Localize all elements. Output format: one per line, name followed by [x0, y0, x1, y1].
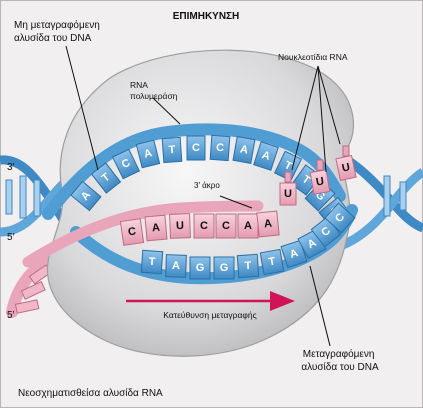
- rna-base: A: [144, 214, 168, 242]
- nucleotide-phosphate-stem: [342, 145, 350, 157]
- template-base: T: [236, 253, 260, 279]
- svg-text:T: T: [168, 144, 176, 156]
- template-base: T: [140, 249, 164, 275]
- non-template-base: T: [161, 136, 183, 164]
- strand-end-bottom-left: 5′: [7, 310, 15, 321]
- svg-text:T: T: [282, 159, 294, 173]
- template-base: A: [280, 239, 308, 269]
- svg-text:C: C: [192, 142, 200, 154]
- svg-text:C: C: [127, 225, 137, 238]
- svg-text:A: A: [152, 222, 161, 235]
- non-template-base: A: [135, 139, 161, 169]
- non-template-base: T: [90, 162, 122, 194]
- free-rna-nucleotide: U: [279, 182, 297, 206]
- non-template-strand: [42, 123, 346, 220]
- rna-base: U: [169, 213, 191, 239]
- svg-text:A: A: [288, 247, 299, 261]
- svg-text:A: A: [239, 143, 249, 156]
- svg-text:A: A: [143, 147, 154, 161]
- svg-text:U: U: [176, 220, 184, 232]
- svg-text:C: C: [222, 220, 230, 232]
- svg-text:A: A: [263, 218, 272, 231]
- svg-text:U: U: [341, 161, 351, 174]
- rna-nucleotides-label: Νουκλεοτίδια RNA: [278, 52, 348, 62]
- non-template-base: C: [111, 148, 141, 180]
- transcription-direction-label: Κατεύθυνση μεταγραφής: [163, 310, 256, 320]
- svg-text:T: T: [244, 260, 252, 272]
- template-base: T: [259, 248, 285, 276]
- non-template-base: C: [209, 134, 231, 162]
- svg-text:A: A: [172, 260, 180, 272]
- rna-polymerase-label: RNA πολυμεράση: [130, 80, 178, 101]
- rna-base: A: [237, 213, 259, 239]
- strand-end-middle-left: 5′: [7, 232, 15, 243]
- svg-text:A: A: [244, 220, 252, 232]
- rna-base: C: [193, 213, 215, 239]
- label-leader-lines: [65, 45, 341, 347]
- template-label: Μεταγραφόμενη αλυσίδα του DNA: [301, 348, 379, 373]
- svg-text:T: T: [148, 256, 156, 268]
- svg-text:C: C: [216, 142, 225, 155]
- non-template-base: A: [253, 141, 279, 171]
- free-rna-nucleotide: U: [309, 169, 331, 195]
- non-template-base: A: [70, 180, 102, 212]
- rna-base: A: [256, 210, 280, 238]
- nucleotide-phosphate-stem: [316, 159, 324, 171]
- new-rna-label: Νεοσχηματισθείσα αλυσίδα RNA: [18, 387, 163, 399]
- non-template-base: C: [186, 135, 206, 161]
- three-prime-end-label: 3′ άκρο: [194, 181, 220, 190]
- template-base: A: [165, 254, 187, 278]
- rna-strand: [22, 200, 264, 268]
- diagram-title: ΕΠΙΜΗΚΥΝΣΗ: [173, 11, 240, 22]
- template-base: G: [213, 256, 235, 280]
- svg-text:U: U: [284, 188, 292, 200]
- svg-text:T: T: [268, 255, 277, 268]
- svg-text:G: G: [220, 262, 229, 274]
- free-rna-nucleotides: U U U: [279, 145, 357, 206]
- template-base: G: [189, 256, 211, 280]
- svg-text:G: G: [196, 262, 205, 274]
- rna-base: C: [215, 213, 237, 239]
- rna-base: C: [119, 218, 145, 246]
- nucleotide-phosphate-stem: [284, 171, 292, 183]
- svg-text:C: C: [200, 220, 208, 232]
- non-template-label: Μη μεταγραφόμενη αλυσίδα του DNA: [14, 19, 103, 44]
- strand-end-top-left: 3′: [7, 162, 15, 173]
- template-base: C: [324, 202, 356, 234]
- free-rna-nucleotide: U: [335, 154, 357, 182]
- svg-text:A: A: [260, 149, 271, 163]
- svg-text:U: U: [315, 175, 325, 188]
- non-template-base: A: [232, 136, 256, 164]
